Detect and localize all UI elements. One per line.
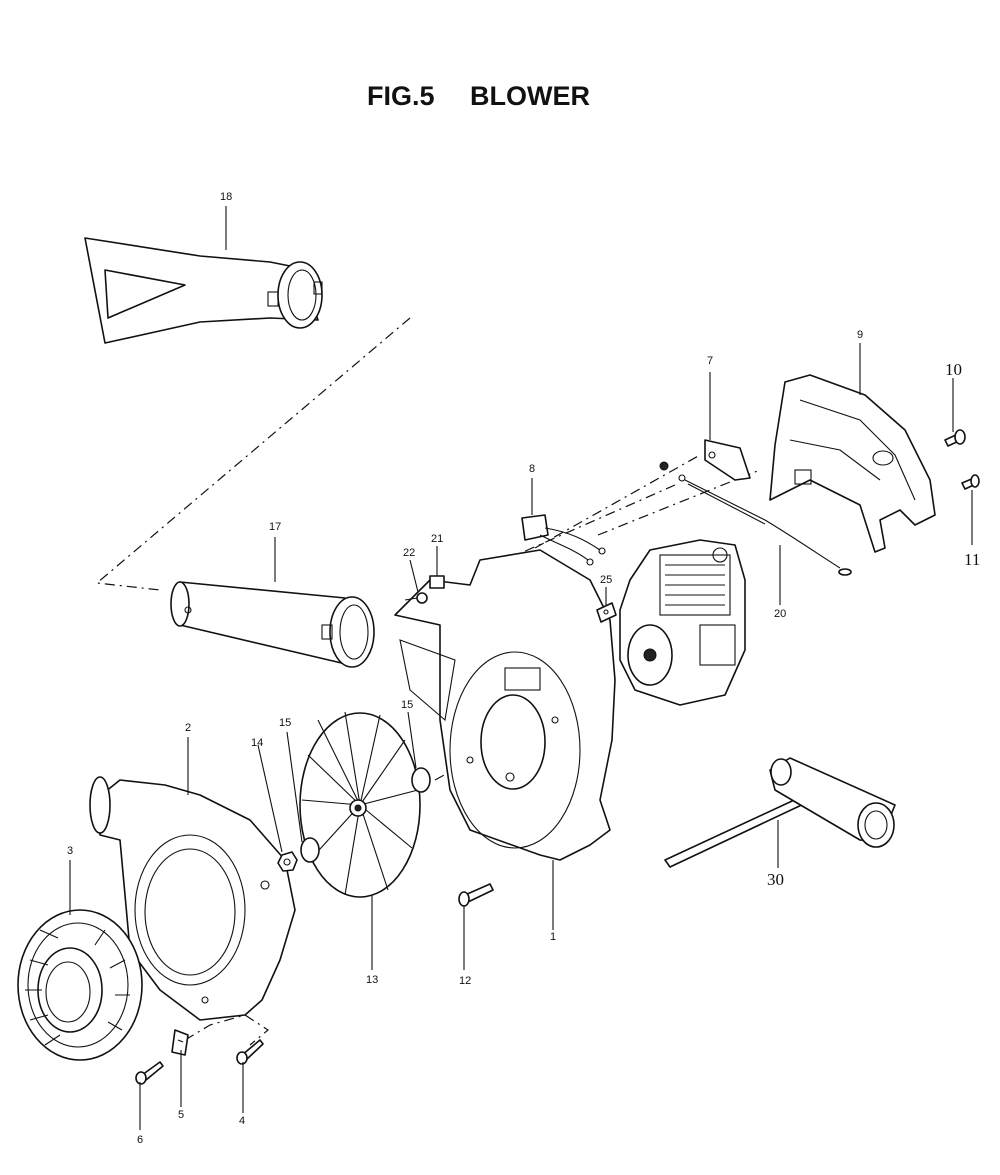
label-21: 21 (431, 533, 443, 545)
label-30: 30 (767, 870, 784, 889)
figure-title: BLOWER (470, 81, 590, 111)
part-25-plate (596, 602, 617, 623)
part-6-screw (135, 1061, 164, 1085)
label-15-front: 15 (279, 717, 291, 729)
label-5: 5 (178, 1109, 184, 1121)
part-14-nut (277, 851, 298, 872)
label-1: 1 (550, 931, 556, 943)
part-20-throttle-cable (678, 474, 852, 576)
label-17: 17 (269, 521, 281, 533)
part-1-fan-case (394, 549, 616, 861)
label-6: 6 (137, 1134, 143, 1146)
part-12-bolt (458, 883, 494, 907)
part-labels: 18 17 2 3 5 4 6 14 15 13 15 12 1 8 21 22… (67, 191, 980, 1146)
part-21-bracket (429, 575, 445, 589)
label-3: 3 (67, 845, 73, 857)
part-4-screw (236, 1039, 264, 1065)
part-10-screw (944, 429, 966, 447)
part-22-screw (404, 592, 428, 604)
part-8-switch (521, 514, 606, 566)
part-17-pipe (170, 581, 375, 668)
label-12: 12 (459, 975, 471, 987)
label-10: 10 (945, 360, 962, 379)
label-4: 4 (239, 1115, 245, 1127)
part-30-plug-wrench (664, 757, 896, 868)
label-2: 2 (185, 722, 191, 734)
part-5-clip (171, 1029, 189, 1056)
part-9-handle-frame (769, 374, 936, 553)
leader-lines (69, 206, 973, 1130)
label-20: 20 (774, 608, 786, 620)
part-11-screw (961, 474, 980, 490)
part-15-washer-front (300, 837, 320, 863)
label-13: 13 (366, 974, 378, 986)
part-15-washer-rear (411, 767, 431, 793)
engine-assembly (619, 539, 746, 706)
part-7-plate (659, 439, 751, 481)
part-13-fan (299, 711, 421, 898)
label-18: 18 (220, 191, 232, 203)
part-18-nozzle (84, 237, 323, 344)
label-25: 25 (600, 574, 612, 586)
label-9: 9 (857, 329, 863, 341)
label-7: 7 (707, 355, 713, 367)
figure-number: FIG.5 (367, 81, 435, 111)
label-8: 8 (529, 463, 535, 475)
label-14: 14 (251, 737, 263, 749)
part-3-guard (17, 909, 143, 1061)
label-11: 11 (964, 550, 980, 569)
label-22: 22 (403, 547, 415, 559)
label-15-rear: 15 (401, 699, 413, 711)
